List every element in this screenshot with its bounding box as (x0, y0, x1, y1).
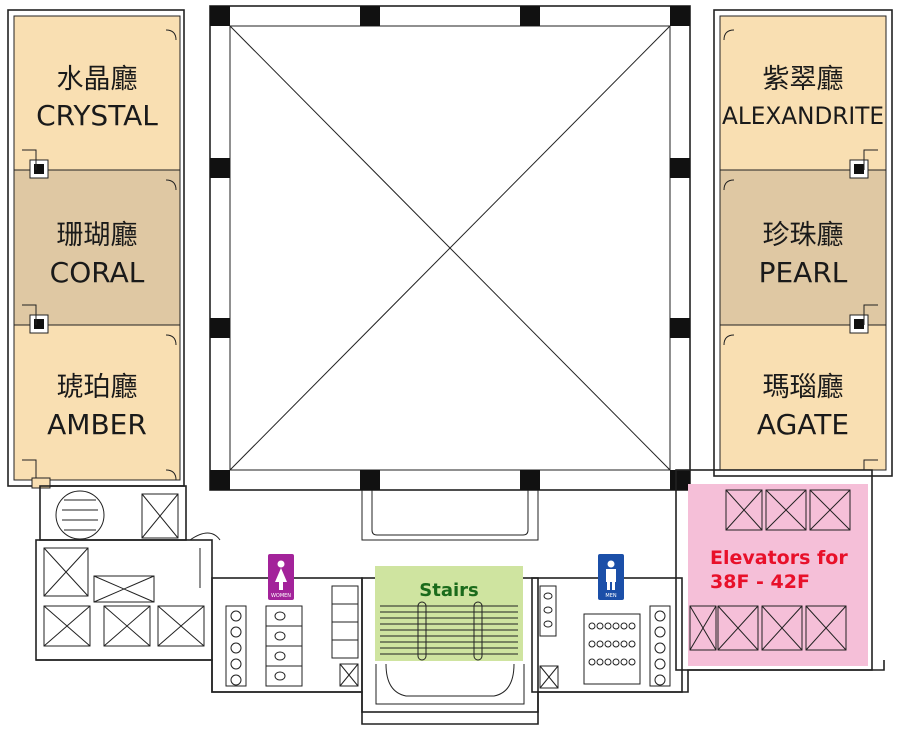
column (670, 6, 690, 26)
room-coral-zh: 珊瑚廳 (57, 220, 138, 251)
room-crystal-en: CRYSTAL (36, 99, 158, 132)
room-amber-en: AMBER (47, 408, 147, 441)
column (360, 6, 380, 26)
room-crystal-area[interactable] (14, 16, 180, 170)
column (210, 158, 230, 178)
room-alexandrite-area[interactable] (720, 16, 886, 170)
central-atrium (209, 5, 691, 541)
room-alexandrite-zh: 紫翠廳 (763, 64, 844, 95)
room-agate-en: AGATE (757, 408, 849, 441)
mens-restroom: MEN (531, 554, 683, 693)
men-restroom-sign: MEN (598, 554, 624, 600)
room-alexandrite-en: ALEXANDRITE (722, 102, 884, 130)
column (210, 470, 230, 490)
room-agate-area[interactable] (720, 325, 886, 470)
stairs-label: Stairs (419, 580, 478, 601)
stairs-area[interactable] (375, 566, 523, 661)
room-pearl-zh: 珍珠廳 (763, 220, 844, 251)
room-pearl-area[interactable] (720, 170, 886, 325)
column (210, 318, 230, 338)
elevators-label-line1: Elevators for (710, 547, 848, 569)
left-wing (7, 9, 185, 489)
room-crystal-zh: 水晶廳 (57, 64, 138, 95)
elevator-lobby: Elevators for 38F - 42F (675, 469, 873, 671)
column (670, 158, 690, 178)
column (520, 6, 540, 26)
room-coral-area[interactable] (14, 170, 180, 325)
womens-restroom: WOMEN (211, 554, 363, 693)
room-labels: 水晶廳 CRYSTAL 珊瑚廳 CORAL 琥珀廳 AMBER 紫翠廳 ALEX… (36, 64, 884, 441)
column (210, 6, 230, 26)
room-agate-zh: 瑪瑙廳 (763, 372, 844, 403)
women-sign-text: WOMEN (271, 593, 291, 599)
elevators-label-line2: 38F - 42F (710, 571, 810, 593)
service-core-left (35, 485, 221, 661)
column (360, 470, 380, 490)
room-amber-area[interactable] (14, 325, 180, 480)
room-amber-zh: 琥珀廳 (57, 372, 138, 403)
column (670, 318, 690, 338)
column (670, 470, 690, 490)
column (520, 470, 540, 490)
elevator-shaft (689, 489, 851, 651)
center-stairs: Stairs (361, 566, 539, 713)
women-restroom-sign: WOMEN (268, 554, 294, 600)
men-sign-text: MEN (605, 593, 616, 599)
room-coral-en: CORAL (50, 256, 145, 289)
room-pearl-en: PEARL (759, 256, 848, 289)
